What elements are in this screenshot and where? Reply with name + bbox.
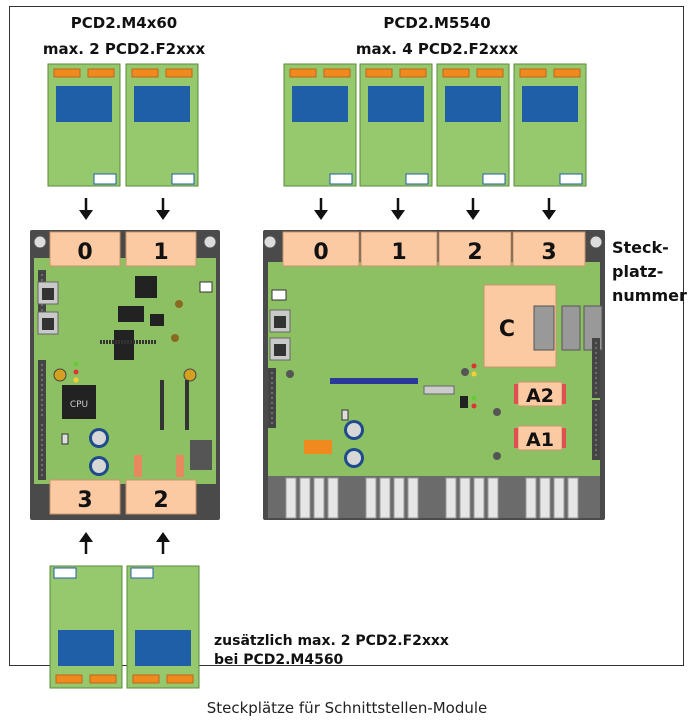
left-slot-number-0: 0 (77, 240, 92, 265)
left-slot-number-3: 3 (77, 488, 92, 513)
left-model-subtitle: max. 2 PCD2.F2xxx (42, 40, 206, 58)
right-slot-number-0: 0 (313, 240, 328, 265)
left-model-title: PCD2.M4x60 (70, 14, 178, 32)
slot-label-a2: A2 (526, 385, 554, 407)
arrow-up-icon (154, 530, 172, 556)
right-slot-number-2: 2 (467, 240, 482, 265)
arrow-down-icon (77, 196, 95, 222)
bottom-note-line: bei PCD2.M4560 (214, 652, 344, 668)
right-board-pcd2-m5540 (263, 230, 605, 520)
bottom-module-3 (49, 565, 123, 689)
right-module-3 (513, 63, 587, 187)
slot-number-label-line: platz- (612, 262, 664, 281)
left-slot-number-1: 1 (153, 240, 168, 265)
right-model-title: PCD2.M5540 (383, 14, 491, 32)
right-slot-number-1: 1 (391, 240, 406, 265)
arrow-down-icon (540, 196, 558, 222)
right-module-2 (436, 63, 510, 187)
right-slot-number-3: 3 (541, 240, 556, 265)
arrow-down-icon (312, 196, 330, 222)
bottom-note-line: zusätzlich max. 2 PCD2.F2xxx (214, 633, 449, 649)
cpu-chip (62, 385, 96, 419)
left-module-1 (125, 63, 199, 187)
left-slot-number-2: 2 (153, 488, 168, 513)
right-module-1 (359, 63, 433, 187)
left-board-pcd2-m4x60: CPU (30, 230, 220, 520)
slot-number-label-line: Steck- (612, 238, 669, 257)
slot-label-a1: A1 (526, 429, 554, 451)
figure-frame (9, 6, 684, 666)
right-model-subtitle: max. 4 PCD2.F2xxx (355, 40, 519, 58)
bottom-note: zusätzlich max. 2 PCD2.F2xxx bei PCD2.M4… (214, 632, 449, 670)
right-module-0 (283, 63, 357, 187)
slot-label-c: C (499, 317, 515, 342)
cpu-label: CPU (70, 400, 88, 410)
figure-caption: Steckplätze für Schnittstellen-Module (206, 699, 488, 717)
arrow-down-icon (464, 196, 482, 222)
slot-number-label: Steck- platz- nummer (612, 236, 687, 308)
bottom-module-2 (126, 565, 200, 689)
arrow-up-icon (77, 530, 95, 556)
arrow-down-icon (154, 196, 172, 222)
arrow-down-icon (389, 196, 407, 222)
left-module-0 (47, 63, 121, 187)
slot-number-label-line: nummer (612, 286, 687, 305)
